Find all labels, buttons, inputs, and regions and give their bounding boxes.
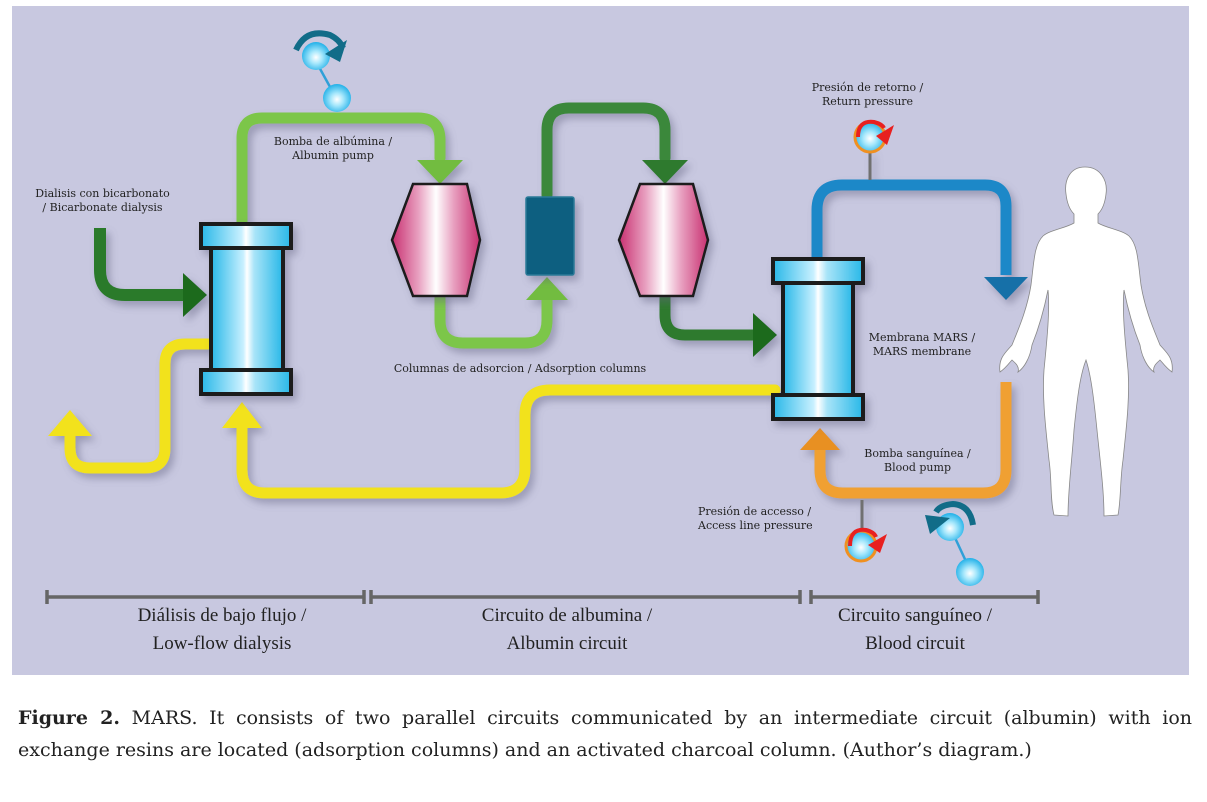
section-blood-circuit-line2: Blood circuit xyxy=(865,633,965,654)
mars-inlet-arrowhead xyxy=(753,313,777,357)
dialysis-filter-body xyxy=(209,246,285,372)
mars-filter-bottom-cap xyxy=(771,393,865,421)
adsorption-column-1[interactable] xyxy=(390,182,482,298)
return-pressure-label: Presión de retorno / Return pressure xyxy=(795,81,940,109)
return-pressure-gauge-icon[interactable] xyxy=(853,119,894,154)
adsorption-column-2[interactable] xyxy=(617,182,710,298)
blood-return-tube xyxy=(811,179,1012,275)
dialysate-outlet-tube xyxy=(64,338,214,474)
adsorption-columns-label: Columnas de adsorcion / Adsorption colum… xyxy=(370,362,670,376)
blood-access-arrowhead xyxy=(800,428,840,450)
section-low-flow-dialysis-line2: Low-flow dialysis xyxy=(152,633,292,654)
section-low-flow-dialysis-line1: Diálisis de bajo flujo / xyxy=(137,605,307,626)
patient-silhouette-icon xyxy=(999,166,1173,517)
bracket-albumin-circuit xyxy=(369,590,802,604)
charcoal-outlet-tube xyxy=(541,102,671,201)
bicarbonate-dialysis-label-line1: Dialisis con bicarbonato xyxy=(35,187,170,200)
blood-pump-label-line1: Bomba sanguínea / xyxy=(864,447,971,460)
albumin-pump-arrowhead xyxy=(417,160,463,184)
blood-pump-label-line2: Blood pump xyxy=(884,461,951,474)
charcoal-outlet-arrowhead xyxy=(642,160,688,184)
figure-caption-text: MARS. It consists of two parallel circui… xyxy=(18,707,1192,761)
mars-filter[interactable] xyxy=(771,257,865,421)
bicarbonate-dialysis-label: Dialisis con bicarbonato / Bicarbonate d… xyxy=(20,187,185,215)
blood-access-tube xyxy=(814,382,1012,499)
adsorption-columns-label-text: Columnas de adsorcion / Adsorption colum… xyxy=(393,362,647,375)
albumin-circuit-dark xyxy=(541,102,777,357)
bracket-low-flow-dialysis xyxy=(45,590,366,604)
mars-membrane-label: Membrana MARS / MARS membrane xyxy=(862,331,982,359)
access-pressure-label-line2: Access line pressure xyxy=(698,519,813,532)
section-albumin-circuit-line1: Circuito de albumina / xyxy=(481,605,653,626)
albumin-pump-label-line1: Bomba de albúmina / xyxy=(273,135,393,148)
adsorber-link-tube xyxy=(434,290,553,349)
figure-caption: Figure 2. MARS. It consists of two paral… xyxy=(18,702,1192,766)
mars-filter-top-cap xyxy=(771,257,865,285)
dialysate-return-arrowhead xyxy=(222,402,262,428)
bicarbonate-inlet xyxy=(94,228,207,317)
blood-return-line xyxy=(811,150,1028,300)
albumin-circuit-light xyxy=(236,112,568,349)
blood-pump-label: Bomba sanguínea / Blood pump xyxy=(850,447,985,475)
return-pressure-label-line1: Presión de retorno / xyxy=(811,81,924,94)
bicarbonate-dialysis-label-line2: / Bicarbonate dialysis xyxy=(42,201,163,214)
section-low-flow-dialysis: Diálisis de bajo flujo / Low-flow dialys… xyxy=(92,602,352,658)
dialysis-filter-top-cap xyxy=(199,222,293,250)
section-blood-circuit: Circuito sanguíneo / Blood circuit xyxy=(790,602,1040,658)
dialysate-outlet-arrowhead xyxy=(48,410,92,436)
bicarbonate-inlet-tube xyxy=(94,228,185,301)
mars-membrane-label-line2: MARS membrane xyxy=(872,345,972,358)
figure-caption-label: Figure 2. xyxy=(18,707,120,729)
albumin-pump-tube xyxy=(236,112,446,230)
dialysis-filter[interactable] xyxy=(199,222,293,396)
albumin-pump-label: Bomba de albúmina / Albumin pump xyxy=(258,135,408,163)
blood-return-arrowhead xyxy=(984,277,1028,300)
dialysis-filter-bottom-cap xyxy=(199,368,293,396)
dialysate-circuit xyxy=(48,338,781,499)
access-pressure-gauge-icon[interactable] xyxy=(844,527,887,563)
section-brackets xyxy=(45,590,1040,604)
adsorber-link-arrowhead xyxy=(526,277,568,300)
section-blood-circuit-line1: Circuito sanguíneo / xyxy=(837,605,993,626)
access-pressure-label-line1: Presión de accesso / xyxy=(698,505,812,518)
blood-access-line xyxy=(800,382,1012,528)
bracket-blood-circuit xyxy=(809,590,1040,604)
bicarbonate-inlet-arrowhead xyxy=(183,273,207,317)
return-pressure-label-line2: Return pressure xyxy=(821,95,914,108)
access-pressure-label: Presión de accesso / Access line pressur… xyxy=(698,505,833,533)
mars-membrane-label-line1: Membrana MARS / xyxy=(868,331,976,344)
section-albumin-circuit: Circuito de albumina / Albumin circuit xyxy=(437,602,697,658)
section-albumin-circuit-line2: Albumin circuit xyxy=(506,633,628,654)
albumin-pump-icon[interactable] xyxy=(293,30,351,112)
mars-inlet-tube xyxy=(659,290,761,341)
dialysate-return-tube xyxy=(236,384,781,499)
albumin-pump-label-line2: Albumin pump xyxy=(292,149,374,162)
mars-filter-body xyxy=(781,281,855,397)
charcoal-column[interactable] xyxy=(525,196,575,276)
blood-pump-icon[interactable] xyxy=(925,500,984,586)
